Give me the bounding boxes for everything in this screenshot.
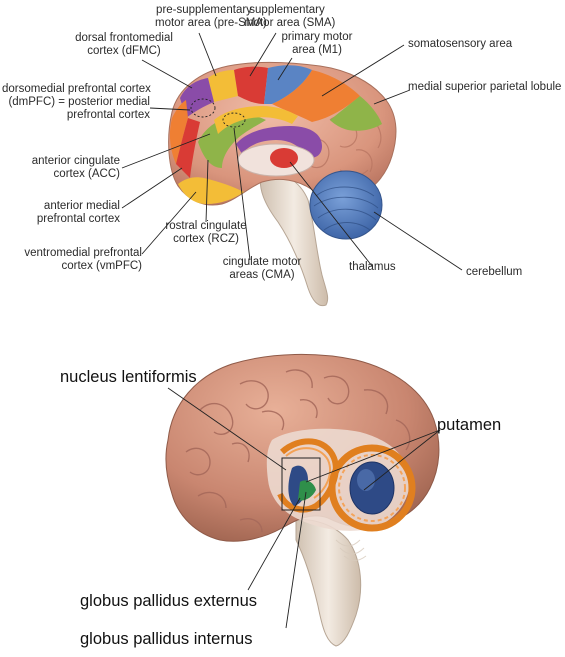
medial-brain xyxy=(168,61,397,307)
label-somatosensory: somatosensory area xyxy=(408,38,513,50)
dmpfc-dashed-outline xyxy=(190,98,216,118)
cerebellum-folia xyxy=(313,186,379,231)
label-cerebellum: cerebellum xyxy=(466,266,523,278)
region-vmpfc xyxy=(178,177,244,204)
region-rcz-green xyxy=(198,115,266,168)
region-cingulate-yellow xyxy=(214,106,298,134)
region-pre-sma xyxy=(208,70,238,102)
region-ampfc xyxy=(176,118,200,178)
corpus-callosum xyxy=(236,126,322,158)
label-thalamus: thalamus xyxy=(349,261,396,273)
region-somatosensory xyxy=(272,70,360,122)
lateral-brain xyxy=(165,353,440,647)
region-msp-lobule xyxy=(330,96,382,131)
label-sma: supplementary motor area (SMA) xyxy=(244,4,336,29)
globus-pallidus-left xyxy=(298,480,316,501)
label-ampfc: anterior medial prefrontal cortex xyxy=(36,200,120,225)
label-dmpfc: dorsomedial prefrontal cortex (dmPFC) = … xyxy=(2,83,151,121)
label-gp-externus: globus pallidus externus xyxy=(80,592,258,610)
label-nucleus-lentiformis: nucleus lentiformis xyxy=(60,368,197,386)
putamen-right-hl xyxy=(357,469,375,491)
caudate-ring-right-inner xyxy=(338,454,406,522)
label-putamen: putamen xyxy=(437,416,502,434)
thalamus-red xyxy=(270,148,298,168)
label-msp-lobule: medial superior parietal lobule xyxy=(408,81,562,93)
label-gp-internus: globus pallidus internus xyxy=(80,630,253,648)
fiber-lines xyxy=(335,539,367,561)
label-rcz: rostral cingulate cortex (RCZ) xyxy=(165,220,247,245)
label-cma: cingulate motor areas (CMA) xyxy=(222,256,302,281)
cerebellum-shape xyxy=(309,170,383,240)
label-dfmc: dorsal frontomedial cortex (dFMC) xyxy=(75,32,173,57)
region-sma xyxy=(234,66,268,104)
region-m1 xyxy=(264,65,312,104)
brainstem-bottom xyxy=(295,519,362,647)
cma-dashed-outline xyxy=(222,112,246,128)
brainstem-top xyxy=(259,167,329,307)
lentiform-box xyxy=(281,457,321,511)
caudate-ring-left-inner xyxy=(285,447,332,499)
top-leader-lines xyxy=(121,32,463,271)
region-dfmc xyxy=(180,78,214,118)
label-m1: primary motor area (M1) xyxy=(281,31,353,56)
caudate-ring-right xyxy=(328,444,416,532)
label-acc: anterior cingulate cortex (ACC) xyxy=(31,155,120,180)
label-pre-sma: pre-supplementary motor area (pre-SMA) xyxy=(155,4,267,29)
label-vmpfc: ventromedial prefrontal cortex (vmPFC) xyxy=(24,247,142,272)
bottom-leader-lines xyxy=(167,387,441,629)
